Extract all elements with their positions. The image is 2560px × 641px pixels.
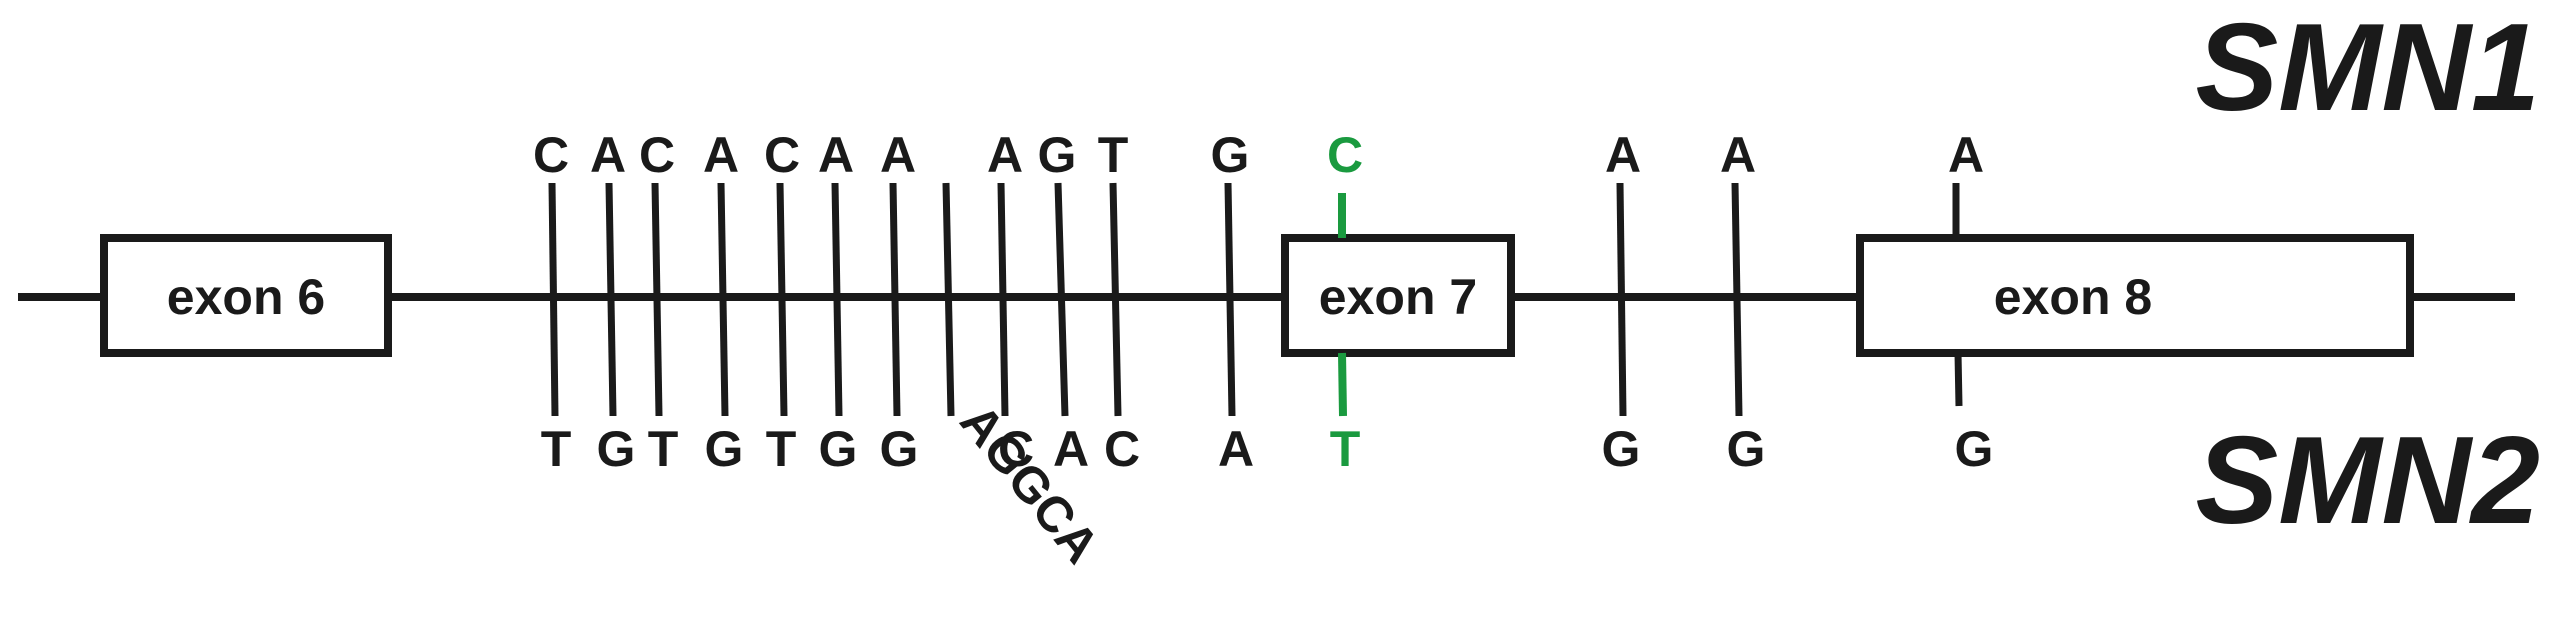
smn1-base: A — [1605, 127, 1641, 183]
variant-15: A G — [1720, 127, 1766, 477]
smn2-base: G — [705, 421, 744, 477]
variant-tick — [1616, 182, 1627, 417]
exon-7-box — [1281, 234, 1515, 357]
smn1-base: T — [1098, 127, 1129, 183]
smn1-base: A — [590, 127, 626, 183]
variant-10: G A — [1038, 127, 1090, 477]
variant-3: C T — [639, 127, 678, 477]
variant-tick-bottom — [1954, 352, 1963, 407]
variant-7: A G — [880, 127, 919, 477]
variant-tick — [605, 182, 617, 417]
smn2-base: T — [541, 421, 572, 477]
smn1-base: A — [987, 127, 1023, 183]
exon-8-box — [1856, 234, 2414, 357]
variant-tick — [548, 182, 559, 417]
variant-9: A C — [987, 127, 1034, 477]
variant-tick — [1224, 182, 1236, 417]
variant-tick-bottom — [1338, 352, 1347, 417]
variant-tick — [1109, 182, 1122, 417]
variant-2: A G — [590, 127, 636, 477]
smn2-base: T — [648, 421, 679, 477]
smn1-base: A — [1948, 127, 1984, 183]
smn1-base: G — [1038, 127, 1077, 183]
smn1-base: A — [1720, 127, 1756, 183]
variant-tick — [889, 182, 901, 417]
smn1-gene-label: SMN1 — [2195, 0, 2540, 137]
variant-11: T C — [1098, 127, 1140, 477]
variant-tick — [831, 182, 843, 417]
smn2-base: C — [998, 421, 1034, 477]
smn2-base: G — [819, 421, 858, 477]
variant-6: A G — [818, 127, 858, 477]
smn2-base: T — [766, 421, 797, 477]
smn1-base: C — [764, 127, 800, 183]
variant-4: A G — [703, 127, 744, 477]
smn2-base: T — [1330, 421, 1361, 477]
variant-13-highlight: C T — [1327, 127, 1363, 477]
smn1-base: G — [1211, 127, 1250, 183]
variant-tick — [942, 182, 955, 417]
variant-14: A G — [1602, 127, 1642, 477]
exon-6-label: exon 6 — [167, 269, 325, 325]
variant-8-insertion: AGGCA — [942, 182, 1110, 574]
smn2-base: A — [1218, 421, 1254, 477]
exon-7-label: exon 7 — [1319, 269, 1477, 325]
smn2-base: G — [1602, 421, 1641, 477]
variant-tick — [997, 182, 1009, 417]
variant-tick — [1731, 182, 1743, 417]
variant-5: C T — [764, 127, 800, 477]
smn2-base: G — [880, 421, 919, 477]
variant-16: A G — [1948, 127, 1994, 477]
variant-12: G A — [1211, 127, 1255, 477]
smn2-base: G — [1727, 421, 1766, 477]
exon-6-box — [100, 234, 392, 357]
smn1-base: A — [880, 127, 916, 183]
variant-tick — [651, 182, 663, 417]
smn2-base: G — [597, 421, 636, 477]
smn1-base: C — [533, 127, 569, 183]
smn2-base: C — [1104, 421, 1140, 477]
smn2-base: G — [1955, 421, 1994, 477]
smn2-gene-label: SMN2 — [2195, 412, 2540, 550]
variant-1: C T — [533, 127, 571, 477]
variant-tick — [776, 182, 788, 417]
smn1-base: C — [639, 127, 675, 183]
smn2-base: A — [1053, 421, 1089, 477]
smn1-base: A — [703, 127, 739, 183]
variant-tick — [1054, 182, 1069, 417]
smn1-base: A — [818, 127, 854, 183]
variant-tick — [717, 182, 729, 417]
exon-8-label: exon 8 — [1994, 269, 2152, 325]
smn1-base: C — [1327, 127, 1363, 183]
